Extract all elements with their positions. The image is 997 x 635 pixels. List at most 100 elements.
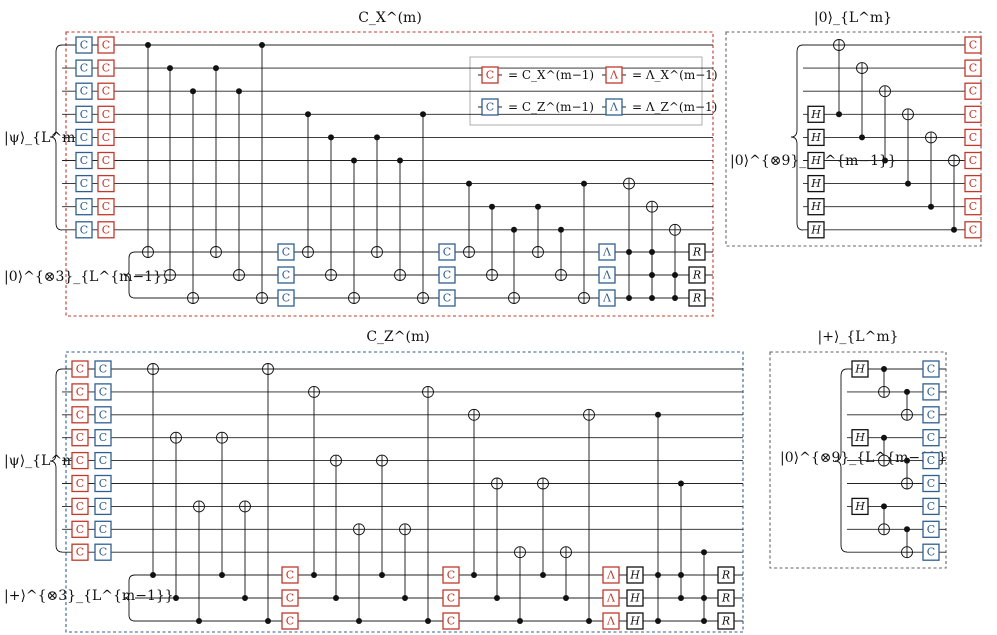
- cz-gate: [922, 520, 940, 538]
- lambda-x-gate-label: Λ: [606, 615, 616, 628]
- control-dot: [540, 572, 546, 578]
- control-dot: [374, 134, 380, 141]
- cx-gate: [964, 198, 982, 216]
- control-dot: [678, 595, 684, 601]
- reset-gate: [688, 266, 706, 284]
- cx-gate: [97, 221, 115, 239]
- cx-gate-label: C: [76, 385, 84, 398]
- cz-gate-label: C: [927, 385, 935, 398]
- control-dot: [701, 618, 707, 624]
- hadamard-gate-label: H: [810, 177, 821, 190]
- legend-gate: [481, 66, 499, 84]
- cx-gate-label: C: [102, 85, 110, 98]
- control-dot: [928, 203, 934, 210]
- control-dot: [397, 157, 403, 164]
- hadamard-gate-label: H: [629, 569, 640, 582]
- control-dot: [904, 388, 910, 395]
- control-dot: [581, 180, 587, 187]
- cz-gate: [438, 243, 456, 261]
- cz-gate: [94, 543, 112, 561]
- control-dot: [190, 88, 196, 95]
- cz-gate: [75, 151, 93, 170]
- control-dot: [333, 595, 339, 601]
- cx-gate: [71, 474, 89, 493]
- control-dot: [558, 226, 564, 233]
- lambda-z-gate-label: Λ: [602, 292, 612, 305]
- legend-layer: C= C_X^(m−1)Λ= Λ_X^(m−1)C= C_Z^(m−1)Λ= Λ…: [478, 66, 718, 116]
- cz-gate: [922, 474, 940, 493]
- control-dot: [351, 157, 357, 164]
- cz-gate: [75, 36, 93, 54]
- cz-gate: [94, 383, 112, 401]
- cx-gate-label: C: [76, 363, 84, 376]
- control-dot: [586, 618, 592, 624]
- cz-gate-label: C: [282, 246, 290, 259]
- cx-gate: [71, 497, 89, 516]
- cx-gate-label: C: [102, 131, 110, 144]
- control-dot: [167, 65, 173, 72]
- control-dot: [328, 134, 334, 141]
- control-dot: [678, 572, 684, 578]
- brace-anc-bottom: [123, 574, 136, 622]
- cz-gate: [277, 243, 295, 261]
- zero9-label-bottom: |0⟩^{⊗9}_{L^{m−1}}: [780, 450, 947, 466]
- cz-gate-label: C: [99, 477, 107, 490]
- cz-gate: [277, 266, 295, 284]
- control-dot: [535, 203, 541, 210]
- legend-text: = C_X^(m−1): [508, 68, 594, 82]
- hadamard-gate: [626, 612, 644, 630]
- lambda-z-gate: [598, 243, 616, 261]
- cx-gate: [71, 406, 89, 424]
- cx-gate-label: C: [969, 62, 977, 75]
- cz-gate: [94, 474, 112, 493]
- lambda-z-gate-label: Λ: [602, 246, 612, 259]
- cz-gate: [75, 128, 93, 147]
- cx-gate-label: C: [969, 131, 977, 144]
- brace-zero9: [790, 44, 804, 231]
- cx-gate: [964, 151, 982, 170]
- legend-gate-label: Λ: [609, 69, 619, 82]
- control-dot: [511, 226, 517, 233]
- cz-gate-label: C: [99, 546, 107, 559]
- cz-gate: [94, 406, 112, 424]
- control-dot: [655, 572, 661, 578]
- brace-psi-bottom: [49, 368, 63, 553]
- cx-gate: [71, 383, 89, 401]
- cx-gate-label: C: [969, 154, 977, 167]
- psi-label-bottom: |ψ⟩_{L^m}: [4, 453, 84, 469]
- cz-gate-label: C: [927, 500, 935, 513]
- reset-gate-label: R: [721, 615, 730, 628]
- wires-layer: [62, 44, 981, 622]
- cx-gate: [97, 105, 115, 123]
- hadamard-gate: [807, 198, 825, 216]
- cz-gate-label: C: [99, 408, 107, 421]
- legend-text: = Λ_X^(m−1): [632, 68, 718, 82]
- cx-gate: [442, 566, 460, 584]
- control-dot: [904, 457, 910, 464]
- cx-gate-label: C: [969, 200, 977, 213]
- cx-gate-label: C: [969, 39, 977, 52]
- cz-gate: [922, 429, 940, 447]
- control-dot: [236, 88, 242, 95]
- cz-gate-label: C: [80, 62, 88, 75]
- cx-gate-label: C: [286, 615, 294, 628]
- plus-state-title: |+⟩_{L^m}: [817, 329, 898, 345]
- control-dot: [701, 595, 707, 601]
- hadamard-gate-label: H: [810, 108, 821, 121]
- cz-gate-label: C: [80, 39, 88, 52]
- hadamard-gate-label: H: [810, 223, 821, 236]
- cz-gate-label: C: [80, 85, 88, 98]
- hadamard-gate: [626, 566, 644, 584]
- hadamard-gate: [851, 497, 869, 516]
- cz-gate-label: C: [927, 477, 935, 490]
- cz-gate: [75, 198, 93, 216]
- cz-gate-label: C: [927, 408, 935, 421]
- control-dot: [311, 572, 317, 578]
- lambda-x-gate-label: Λ: [606, 592, 616, 605]
- cx-gate-label: C: [76, 477, 84, 490]
- cx-gate: [97, 174, 115, 193]
- control-dot: [213, 65, 219, 72]
- cx-gate-label: C: [286, 592, 294, 605]
- legend-gate-label: C: [486, 101, 494, 114]
